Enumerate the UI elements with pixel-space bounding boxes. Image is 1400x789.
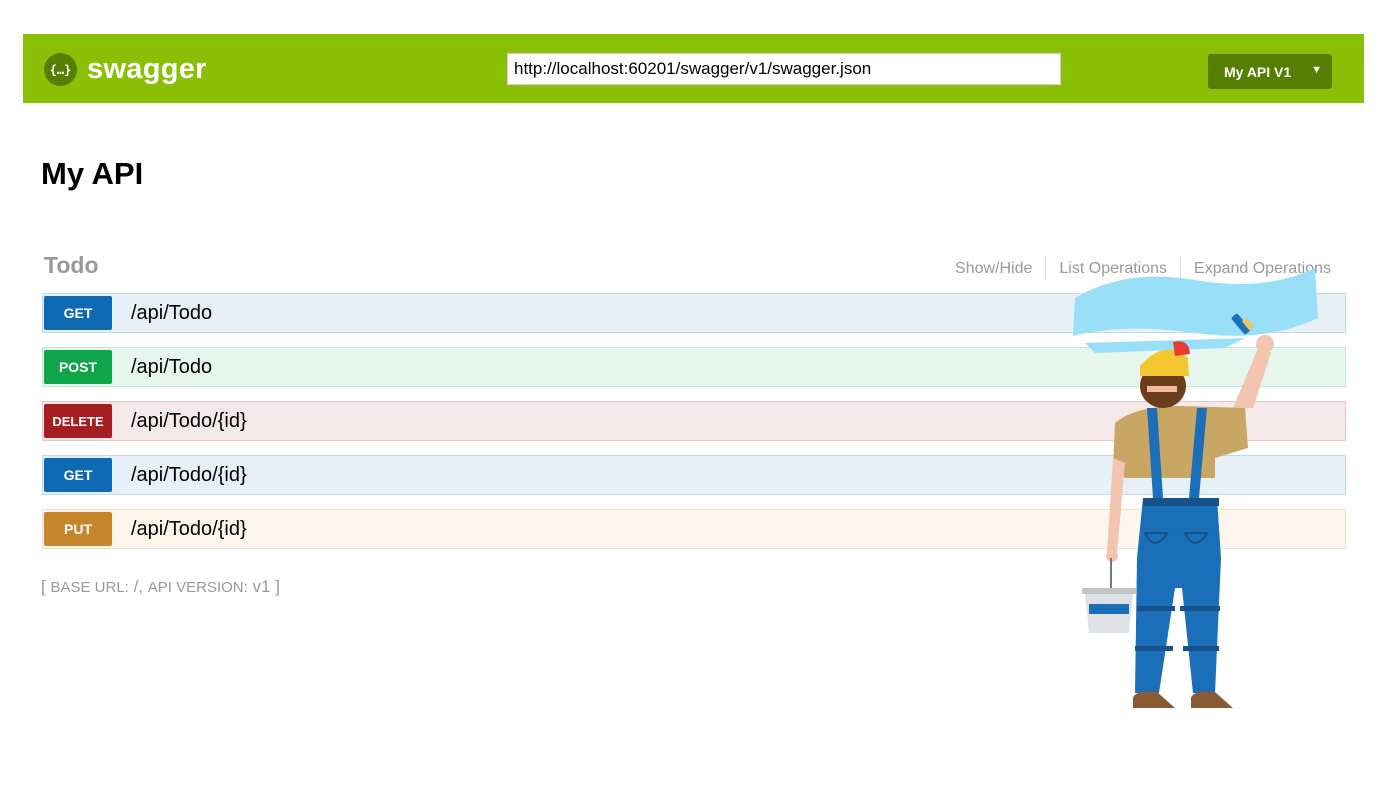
method-badge-get[interactable]: GET bbox=[44, 458, 112, 492]
page-title: My API bbox=[41, 156, 144, 191]
method-badge-delete[interactable]: DELETE bbox=[44, 404, 112, 438]
api-version-select[interactable]: My API V1 ▼ bbox=[1208, 54, 1332, 89]
method-badge-post[interactable]: POST bbox=[44, 350, 112, 384]
operation-put-todo-id[interactable]: PUT /api/Todo/{id} bbox=[42, 509, 1346, 549]
resource-links: Show/Hide List Operations Expand Operati… bbox=[906, 258, 1331, 280]
method-badge-get[interactable]: GET bbox=[44, 296, 112, 330]
list-operations-link[interactable]: List Operations bbox=[1059, 260, 1168, 277]
swagger-logo-text: swagger bbox=[87, 53, 207, 85]
bracket-close: ] bbox=[275, 577, 280, 596]
operation-path[interactable]: /api/Todo/{id} bbox=[131, 463, 247, 486]
operation-path[interactable]: /api/Todo/{id} bbox=[131, 517, 247, 540]
swagger-logo-icon: {…} bbox=[44, 53, 77, 86]
expand-operations-link[interactable]: Expand Operations bbox=[1194, 260, 1331, 277]
api-version-label: API VERSION: bbox=[147, 579, 248, 596]
painter-illustration bbox=[1073, 268, 1318, 708]
chevron-down-icon: ▼ bbox=[1311, 64, 1322, 76]
divider bbox=[1180, 258, 1182, 280]
base-url-label: BASE URL: bbox=[50, 579, 129, 596]
swagger-logo[interactable]: {…} swagger bbox=[44, 53, 207, 86]
operation-path[interactable]: /api/Todo bbox=[131, 301, 213, 324]
operation-path[interactable]: /api/Todo/{id} bbox=[131, 409, 247, 432]
method-badge-put[interactable]: PUT bbox=[44, 512, 112, 546]
separator-comma: , bbox=[138, 577, 144, 596]
base-url-value: / bbox=[133, 577, 139, 596]
api-version-select-label: My API V1 bbox=[1224, 63, 1292, 80]
api-info-footer: [ BASE URL: /, API VERSION: v1 ] bbox=[41, 577, 280, 597]
top-bar: {…} swagger My API V1 ▼ bbox=[23, 34, 1364, 103]
operation-path[interactable]: /api/Todo bbox=[131, 355, 213, 378]
api-version-value: v1 bbox=[252, 577, 271, 596]
show-hide-link[interactable]: Show/Hide bbox=[955, 260, 1033, 277]
bracket-open: [ bbox=[41, 577, 46, 596]
operation-post-todo[interactable]: POST /api/Todo bbox=[42, 347, 1346, 387]
divider bbox=[1045, 258, 1047, 280]
resource-title-todo[interactable]: Todo bbox=[44, 252, 99, 278]
spec-url-input[interactable] bbox=[507, 53, 1061, 85]
